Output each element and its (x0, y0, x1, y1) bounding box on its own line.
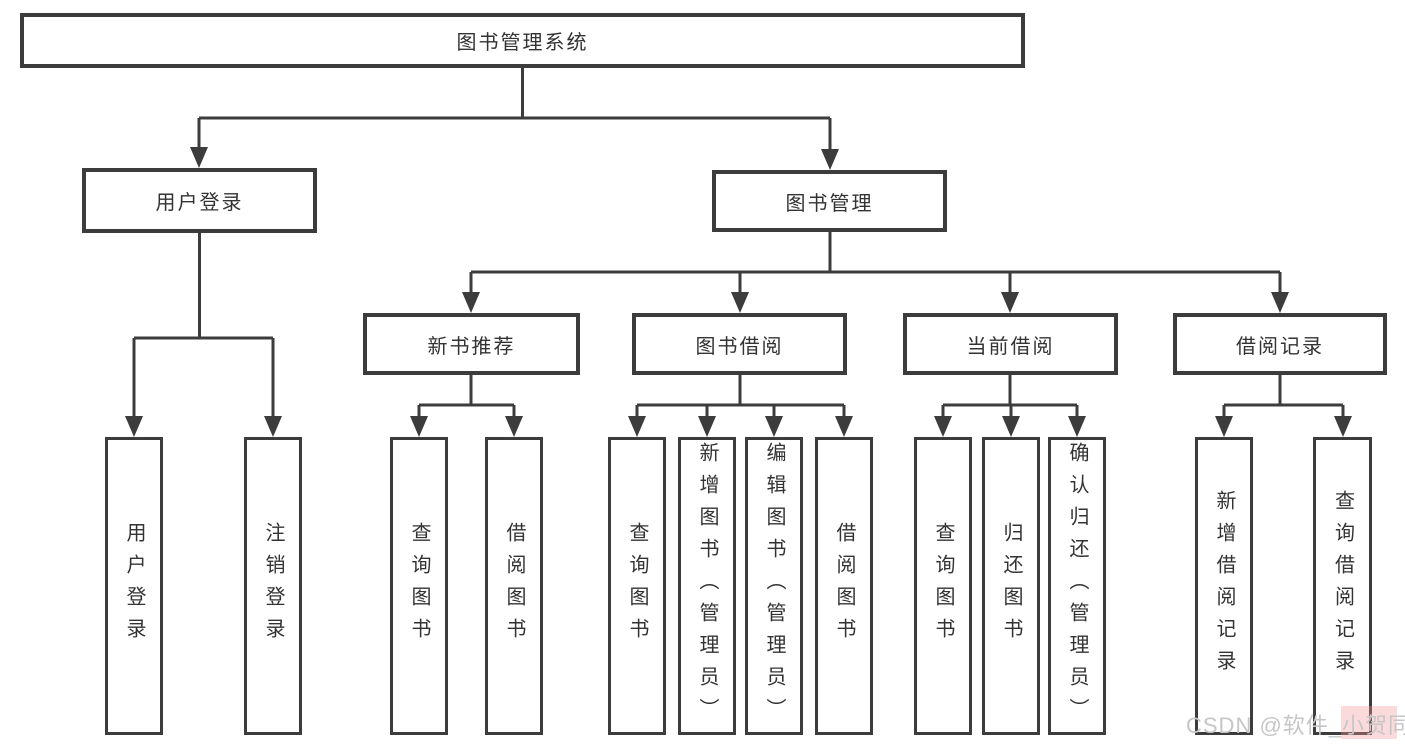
node-label: 借阅记录 (1236, 335, 1324, 358)
leaf-add-borrow-record: 新增借阅记录 (1195, 437, 1253, 735)
leaf-label: 查询图书 (626, 522, 648, 650)
node-new-book-recommend: 新书推荐 (363, 313, 580, 375)
leaf-edit-book-admin: 编辑图书（管理员） (745, 437, 803, 735)
node-label: 图书管理系统 (456, 32, 589, 54)
leaf-label: 新增借阅记录 (1213, 490, 1235, 682)
node-label: 当前借阅 (966, 335, 1055, 358)
leaf-label: 归还图书 (1000, 522, 1022, 650)
node-label: 新书推荐 (427, 335, 516, 358)
leaf-user-login: 用户登录 (105, 437, 163, 735)
leaf-borrow-books-recommend: 借阅图书 (485, 437, 543, 735)
leaf-label: 确认归还（管理员） (1066, 442, 1088, 730)
leaf-confirm-return-admin: 确认归还（管理员） (1048, 437, 1106, 735)
leaf-label: 查询图书 (932, 522, 954, 650)
leaf-label: 查询图书 (408, 522, 430, 650)
leaf-borrow-books: 借阅图书 (815, 437, 873, 735)
leaf-add-book-admin: 新增图书（管理员） (678, 437, 736, 735)
leaf-label: 借阅图书 (833, 522, 855, 650)
leaf-label: 用户登录 (123, 522, 145, 650)
node-label: 图书借阅 (695, 335, 784, 358)
node-library-system: 图书管理系统 (20, 13, 1025, 68)
node-book-borrowing: 图书借阅 (632, 313, 847, 375)
arrowheads (125, 118, 1352, 437)
trunk-lines (134, 68, 1343, 407)
node-current-borrowing: 当前借阅 (903, 313, 1118, 375)
leaf-label: 借阅图书 (503, 522, 525, 650)
leaf-label: 注销登录 (262, 522, 284, 650)
node-label: 用户登录 (155, 192, 244, 214)
node-user-login: 用户登录 (82, 168, 317, 233)
leaf-return-book: 归还图书 (982, 437, 1040, 735)
watermark-text: CSDN @软件_小贺同学 (1186, 713, 1405, 738)
leaf-query-borrow-record: 查询借阅记录 (1313, 437, 1372, 735)
leaf-query-books-current: 查询图书 (914, 437, 972, 735)
watermark-highlight (1341, 706, 1397, 739)
leaf-label: 查询借阅记录 (1331, 490, 1354, 682)
leaf-label: 编辑图书（管理员） (763, 442, 785, 730)
node-label: 图书管理 (785, 192, 874, 215)
leaf-logout: 注销登录 (244, 437, 302, 735)
leaf-query-books-recommend: 查询图书 (390, 437, 448, 735)
node-borrow-records: 借阅记录 (1173, 313, 1387, 375)
node-book-management: 图书管理 (712, 170, 947, 232)
leaf-query-books-borrowing: 查询图书 (608, 437, 666, 735)
leaf-label: 新增图书（管理员） (696, 442, 718, 730)
